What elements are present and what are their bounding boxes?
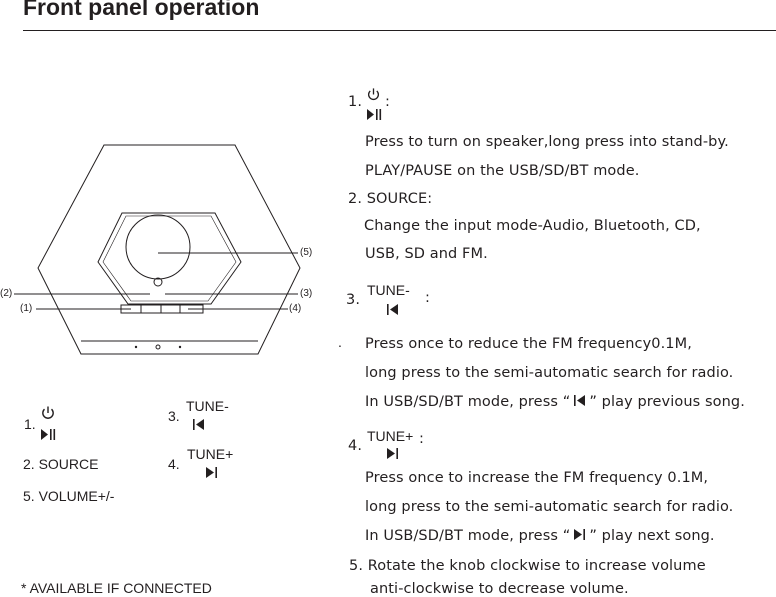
page-title: Front panel operation — [23, 0, 260, 20]
legend-item-5: 5. VOLUME+/- — [23, 488, 115, 504]
volume-knob — [125, 214, 191, 280]
instruction-1-line-1: Press to turn on speaker,long press into… — [365, 134, 729, 150]
callout-label-4: (4) — [289, 303, 302, 314]
instruction-1-number: 1. — [348, 94, 363, 110]
power-icon — [367, 88, 380, 100]
speaker-outer-body — [37, 144, 301, 355]
instruction-3-number: 3. — [346, 292, 361, 308]
speaker-front-panel-diagram — [14, 144, 301, 355]
skip-next-icon — [570, 528, 589, 541]
instruction-3-line-1: Press once to reduce the FM frequency0.1… — [365, 336, 692, 352]
legend-item-4-label: TUNE+ — [187, 446, 234, 462]
instruction-2-line-1: Change the input mode-Audio, Bluetooth, … — [364, 218, 701, 234]
footnote: * AVAILABLE IF CONNECTED — [21, 580, 212, 596]
legend-item-1-number: 1. — [24, 416, 36, 432]
callout-label-2: (2) — [0, 288, 13, 299]
skip-previous-icon — [193, 419, 204, 430]
instruction-5-line-1: 5. Rotate the knob clockwise to increase… — [349, 558, 706, 574]
instruction-4-label: TUNE+ — [367, 428, 414, 444]
power-icon — [42, 406, 54, 419]
instruction-2-line-2: USB, SD and FM. — [365, 246, 488, 262]
play-pause-icon — [367, 109, 382, 120]
title-divider — [23, 30, 776, 31]
instruction-1-line-2: PLAY/PAUSE on the USB/SD/BT mode. — [365, 163, 640, 179]
skip-next-icon — [387, 448, 398, 459]
instruction-4-line-3-prefix: In USB/SD/BT mode, press “ — [365, 528, 571, 544]
speaker-inner-panel — [97, 212, 242, 305]
instruction-4-number: 4. — [348, 438, 363, 454]
callout-label-1: (1) — [20, 303, 33, 314]
instruction-5-line-2: anti-clockwise to decrease volume. — [370, 581, 629, 597]
instruction-4-colon: : — [419, 431, 424, 447]
callout-label-5: (5) — [300, 247, 313, 258]
instruction-2-heading: 2. SOURCE: — [348, 191, 433, 207]
instruction-3-line-2: long press to the semi-automatic search … — [365, 365, 734, 381]
skip-previous-icon — [570, 394, 589, 407]
legend-item-2: 2. SOURCE — [23, 456, 99, 472]
instruction-4-line-3: In USB/SD/BT mode, press “ ” play next so… — [365, 528, 715, 544]
instruction-3-label: TUNE- — [367, 282, 410, 298]
legend-item-4-number: 4. — [168, 456, 180, 472]
instruction-4-line-3-suffix: ” play next song. — [589, 528, 715, 544]
instruction-3-colon: : — [425, 290, 430, 306]
instruction-4-line-1: Press once to increase the FM frequency … — [365, 470, 709, 486]
legend-item-3-label: TUNE- — [186, 398, 229, 414]
instruction-4-line-2: long press to the semi-automatic search … — [365, 499, 734, 515]
instruction-3-bullet: . — [338, 334, 342, 350]
play-pause-icon — [41, 429, 56, 440]
skip-previous-icon — [387, 304, 398, 315]
legend-item-3-number: 3. — [168, 408, 180, 424]
instruction-3-line-3-suffix: ” play previous song. — [589, 394, 745, 410]
callout-label-3: (3) — [300, 288, 313, 299]
instruction-3-line-3: In USB/SD/BT mode, press “ ” play previou… — [365, 394, 745, 410]
skip-next-icon — [206, 467, 217, 478]
instruction-3-line-3-prefix: In USB/SD/BT mode, press “ — [365, 394, 571, 410]
instruction-1-colon: : — [385, 94, 390, 110]
